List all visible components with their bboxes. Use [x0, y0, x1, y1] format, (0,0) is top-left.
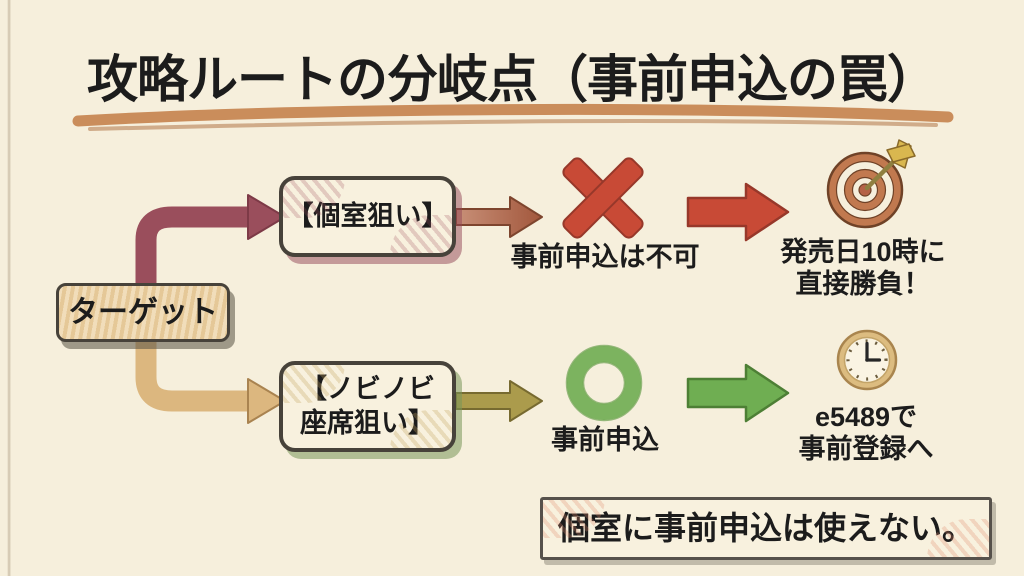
footer-note: 個室に事前申込は使えない。	[540, 497, 992, 560]
top-mark-caption: 事前申込は不可	[510, 242, 700, 272]
bottom-mark-caption: 事前申込	[551, 425, 659, 455]
top-small-arrow-icon	[455, 196, 543, 238]
bottom-branch-connector	[135, 320, 286, 424]
bottom-result-text: e5489で 事前登録へ	[760, 401, 972, 466]
circle-mark-icon	[565, 344, 643, 422]
nobinobi-seat-node: 【ノビノビ 座席狙い】	[279, 361, 456, 452]
big-green-arrow-icon	[686, 363, 790, 423]
top-branch-connector	[135, 194, 286, 305]
target-label: ターゲット	[68, 295, 218, 329]
top-result-line1: 発売日10時に	[780, 237, 946, 267]
cross-mark-icon	[562, 157, 644, 239]
clock-icon	[836, 329, 898, 391]
footer-note-text: 個室に事前申込は使えない。	[557, 509, 974, 546]
paper-edge	[7, 0, 11, 576]
bottom-small-arrow-icon	[455, 380, 543, 422]
private-room-label: 【個室狙い】	[286, 200, 449, 231]
page-title: 攻略ルートの分岐点（事前申込の罠）	[86, 51, 938, 108]
nobinobi-label-line2: 座席狙い】	[300, 407, 435, 438]
top-result-text: 発売日10時に 直接勝負！	[757, 236, 969, 301]
bottom-result-line1: e5489で	[814, 402, 918, 432]
bottom-result-line2: 事前登録へ	[798, 434, 934, 465]
dartboard-icon	[826, 139, 916, 229]
big-red-arrow-icon	[686, 182, 790, 242]
top-result-line2: 直接勝負！	[795, 269, 931, 300]
title-underline	[72, 103, 954, 131]
nobinobi-label-line1: 【ノビノビ	[300, 374, 435, 405]
target-node: ターゲット	[56, 283, 230, 342]
private-room-node: 【個室狙い】	[279, 176, 456, 257]
